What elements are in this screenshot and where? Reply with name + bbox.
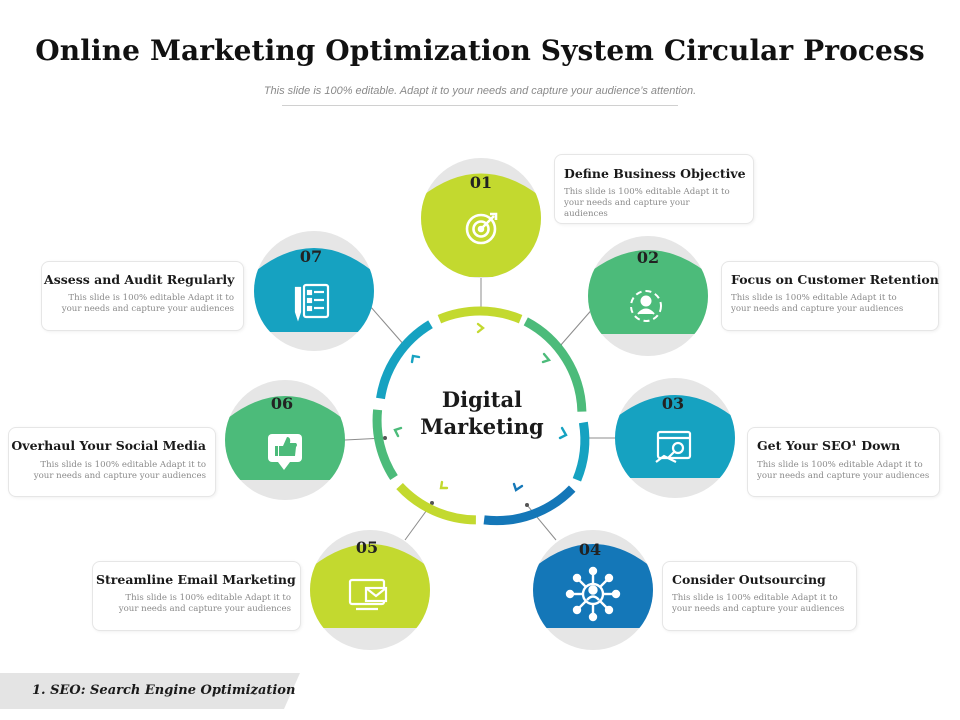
center-label-line2: Marketing	[420, 414, 544, 439]
step-title-02: Focus on Customer Retention	[731, 272, 939, 287]
center-label: Digital Marketing	[412, 386, 552, 440]
web-search-icon	[655, 430, 692, 463]
step-circle-05: 05	[310, 530, 430, 650]
step-number-05: 05	[356, 538, 378, 557]
step-title-07: Assess and Audit Regularly	[44, 272, 235, 287]
step-circle-02: 02	[588, 236, 708, 356]
footnote-banner	[0, 673, 300, 709]
step-number-03: 03	[662, 394, 684, 413]
step-title-06: Overhaul Your Social Media	[11, 438, 206, 453]
step-number-04: 04	[579, 540, 601, 559]
step-box-01	[554, 154, 754, 224]
step-number-06: 06	[271, 394, 293, 413]
step-title-03: Get Your SEO¹ Down	[757, 438, 901, 453]
step-number-01: 01	[470, 173, 492, 192]
customer-cycle-icon	[630, 290, 662, 322]
step-desc-02: This slide is 100% editable Adapt it to …	[731, 293, 904, 314]
step-desc-04: This slide is 100% editable Adapt it to …	[672, 593, 845, 614]
step-title-04: Consider Outsourcing	[672, 572, 826, 587]
step-circle-06: 06	[225, 380, 345, 500]
thumbs-up-icon	[268, 434, 302, 470]
center-ring	[372, 306, 590, 526]
step-box-05	[92, 561, 301, 631]
step-circle-04: 04	[533, 530, 653, 650]
slide-subtitle: This slide is 100% editable. Adapt it to…	[263, 85, 697, 97]
step-box-03	[747, 427, 940, 497]
step-box-07	[41, 261, 244, 331]
slide-title: Online Marketing Optimization System Cir…	[35, 34, 925, 67]
step-circle-07: 07	[254, 231, 374, 351]
network-people-icon	[565, 566, 621, 622]
step-number-02: 02	[637, 248, 659, 267]
ring-arrows	[393, 322, 568, 492]
step-title-05: Streamline Email Marketing	[96, 572, 296, 587]
step-desc-03: This slide is 100% editable Adapt it to …	[757, 460, 930, 481]
subtitle-divider	[282, 105, 678, 106]
step-box-02	[721, 261, 939, 331]
target-icon	[465, 212, 498, 245]
center-label-line1: Digital	[441, 387, 523, 412]
step-circle-03: 03	[615, 378, 735, 498]
step-title-01: Define Business Objective	[564, 166, 746, 181]
step-number-07: 07	[300, 247, 322, 266]
step-desc-05: This slide is 100% editable Adapt it to …	[118, 593, 291, 614]
step-desc-07: This slide is 100% editable Adapt it to …	[61, 293, 234, 314]
step-box-04	[662, 561, 857, 631]
footnote-text: 1. SEO: Search Engine Optimization	[32, 683, 296, 698]
email-icon	[348, 578, 388, 611]
step-desc-01: This slide is 100% editable Adapt it to …	[564, 187, 730, 219]
checklist-icon	[294, 283, 330, 322]
step-desc-06: This slide is 100% editable Adapt it to …	[33, 460, 206, 481]
step-circle-01: 01	[421, 158, 541, 278]
step-box-06	[8, 427, 216, 497]
